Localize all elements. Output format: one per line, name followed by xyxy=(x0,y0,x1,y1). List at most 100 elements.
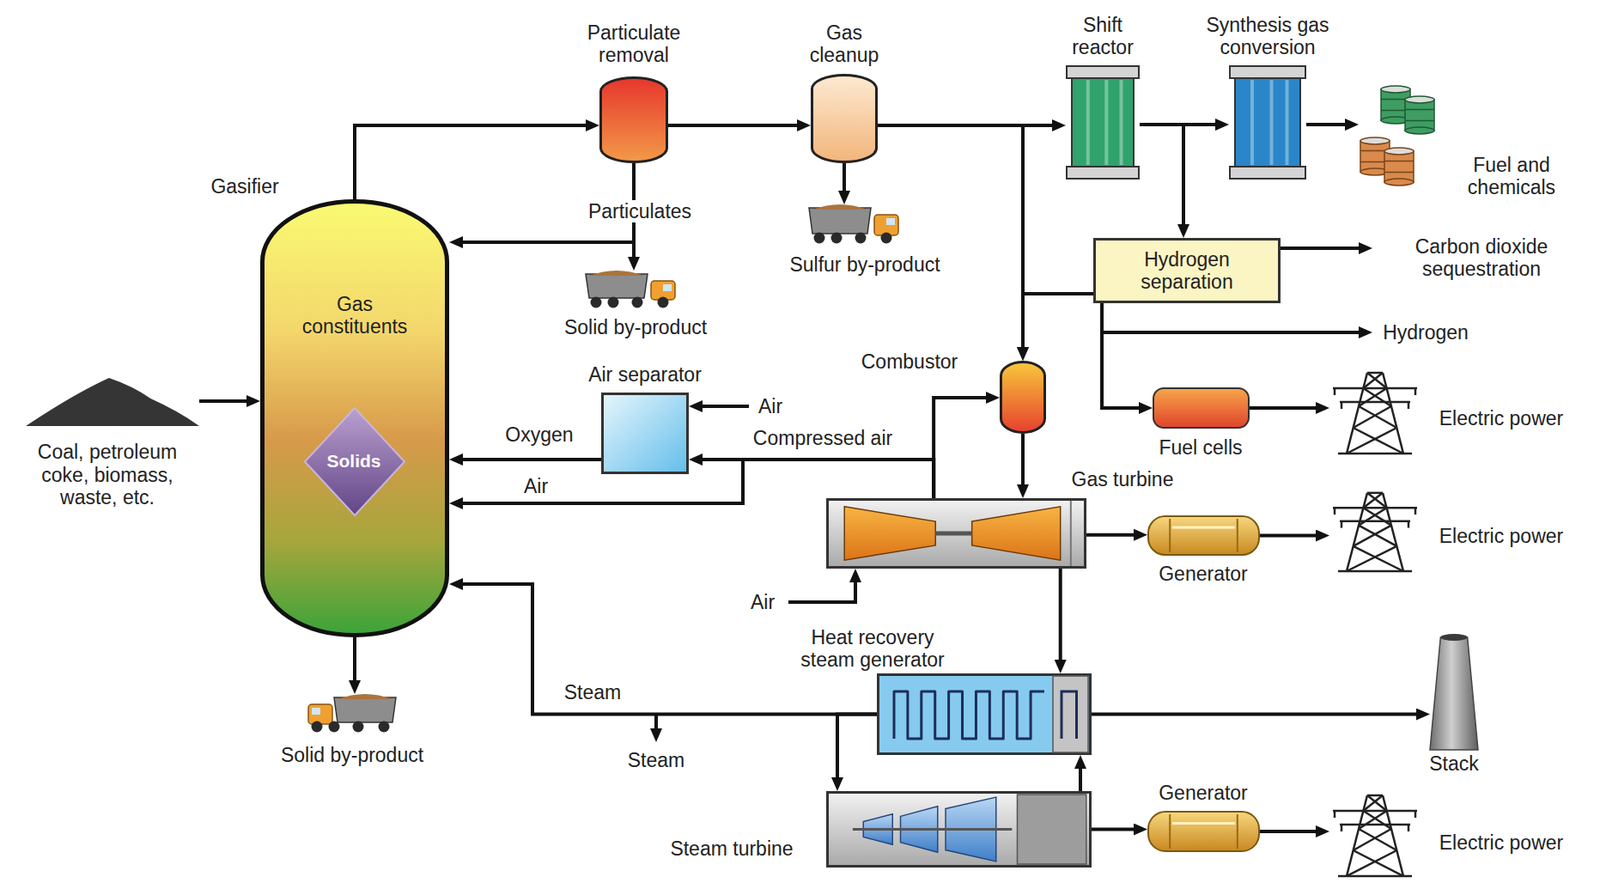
layout-arrows xyxy=(656,248,1366,736)
graphic-part xyxy=(311,707,321,715)
flow-arrow xyxy=(456,459,934,504)
flow-arrow xyxy=(352,637,357,688)
graphic-part xyxy=(585,273,648,299)
graphic-part xyxy=(1362,372,1383,389)
node-label: Solid by-product xyxy=(253,743,451,767)
graphic-part xyxy=(972,506,1061,560)
gen-graphic xyxy=(1147,515,1260,556)
graphic-part xyxy=(308,704,333,724)
flow-arrow xyxy=(1249,406,1323,410)
flow-arrow xyxy=(1306,122,1352,127)
flow-arrow xyxy=(668,123,804,128)
node-label: Gas constituents xyxy=(281,292,428,339)
node-label: Fuel cells xyxy=(1136,436,1266,459)
graphic-part xyxy=(1001,362,1046,433)
flow-arrow xyxy=(1021,433,1025,492)
annotation-label: Air xyxy=(744,395,797,418)
node-label: Fuel and chemicals xyxy=(1442,153,1581,200)
graphic-part xyxy=(1346,546,1397,572)
graphic-part xyxy=(590,297,603,309)
graphic-part xyxy=(1405,109,1435,111)
fuel-barrels: Fuel and chemicals xyxy=(1358,85,1438,188)
node-label: Air separator xyxy=(559,363,731,386)
graphic-part xyxy=(1250,79,1254,165)
flow-arrow xyxy=(199,399,254,403)
node-label: Solids xyxy=(310,450,397,472)
steam-outlet-arrow xyxy=(654,714,658,736)
flow-arrow xyxy=(1101,303,1146,408)
synthesis-reactor: Synthesis gas conversion xyxy=(1228,66,1307,179)
graphic-part xyxy=(1380,85,1411,93)
graphic-part xyxy=(1340,824,1344,832)
node-label: Gas turbine xyxy=(1053,468,1192,491)
graphic-part xyxy=(1358,828,1397,851)
graphic-part xyxy=(1119,79,1124,165)
graphic-part xyxy=(1382,795,1404,877)
graphic-part xyxy=(1440,633,1467,641)
node-label: Generator xyxy=(1134,781,1272,804)
graphic-part xyxy=(1353,406,1392,428)
graphic-part xyxy=(1384,178,1414,186)
graphic-part xyxy=(1168,518,1171,553)
graphic-part xyxy=(1172,526,1235,530)
graphic-part xyxy=(1358,406,1397,428)
graphic-part xyxy=(1407,521,1411,529)
flow-arrow xyxy=(1259,829,1323,834)
graphic-part xyxy=(886,218,895,226)
graphic-part xyxy=(1340,521,1344,529)
graphic-part xyxy=(1382,372,1404,454)
graphic-part xyxy=(1333,507,1337,515)
graphic-part xyxy=(1362,388,1392,407)
tower-graphic xyxy=(1329,487,1421,572)
flow-arrow xyxy=(842,163,846,198)
truck-graphic xyxy=(304,693,400,733)
node-label: Electric power xyxy=(1419,831,1583,854)
annotation-label: Hydrogen xyxy=(1369,321,1482,344)
graphic-part xyxy=(657,297,670,309)
hrsg-box: Heat recovery steam generator xyxy=(876,673,1092,755)
graphic-part xyxy=(378,721,390,733)
graphic-part xyxy=(1234,78,1301,167)
graphic-part xyxy=(1407,401,1411,409)
graphic-part xyxy=(1061,691,1077,739)
graphic-part xyxy=(1414,810,1418,818)
flow-arrow xyxy=(456,457,602,462)
graphic-part xyxy=(1384,160,1414,163)
graphic-part xyxy=(1405,99,1435,131)
airsep-graphic xyxy=(601,392,689,475)
graphic-part xyxy=(814,232,826,244)
flow-label: Steam xyxy=(560,681,625,704)
graphic-part xyxy=(827,792,1091,867)
graphic-part xyxy=(632,297,644,309)
node-label: Coal, petroleum coke, biomass, waste, et… xyxy=(17,440,198,509)
graphic-part xyxy=(304,407,405,516)
graphic-part xyxy=(1229,66,1306,79)
graphic-part xyxy=(1168,814,1171,849)
node-label: Solid by-product xyxy=(541,316,731,339)
st-graphic xyxy=(826,790,1092,868)
power-tower: Electric power xyxy=(1329,790,1421,877)
flow-arrow xyxy=(877,125,1023,354)
hydrogen-arrow xyxy=(1101,330,1366,335)
graphic-part xyxy=(1229,166,1306,179)
node-label: Heat recovery steam generator xyxy=(790,626,955,672)
graphic-part xyxy=(1384,147,1414,155)
graphic-part xyxy=(1236,814,1239,849)
tower-graphic xyxy=(1329,790,1421,877)
graphic-part xyxy=(1148,811,1260,852)
graphic-part xyxy=(1353,828,1392,851)
flow-label: Oxygen xyxy=(501,423,577,446)
byproduct-truck: Solid by-product xyxy=(584,270,679,309)
graphic-part xyxy=(1339,401,1411,404)
feedstock-pile: Coal, petroleum coke, biomass, waste, et… xyxy=(25,376,200,426)
graphic-part xyxy=(1071,78,1134,167)
graphic-part xyxy=(1153,388,1249,428)
graphic-part xyxy=(1148,516,1260,555)
combustor-vessel: Combustor xyxy=(999,360,1047,434)
graphic-part xyxy=(337,693,393,700)
sulfur-truck: Sulfur by-product xyxy=(807,204,902,244)
graphic-part xyxy=(1384,151,1414,183)
graphic-part xyxy=(1095,239,1280,303)
graphic-part xyxy=(1086,79,1090,165)
